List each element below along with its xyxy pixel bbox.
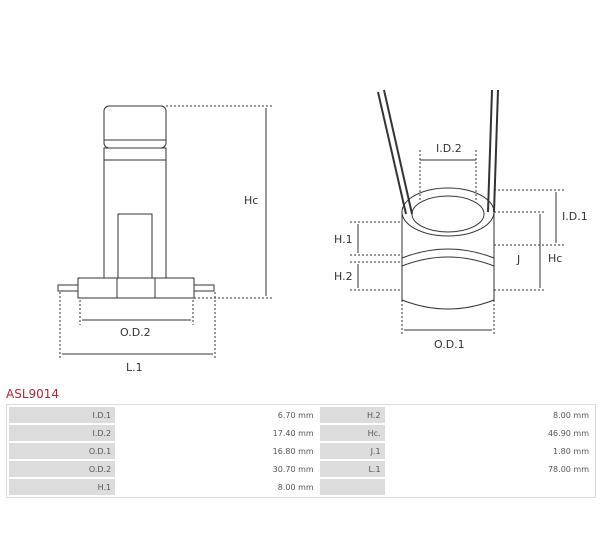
product-code: ASL9014: [6, 387, 60, 401]
spec-value: 1.80 mm: [386, 443, 593, 459]
side-view: Hc O.D.2 L.1: [57, 105, 272, 374]
spec-value: [386, 479, 593, 495]
spec-label: Hc.: [319, 425, 385, 441]
spec-label: O.D.2: [9, 461, 116, 477]
label-hc-left: Hc: [244, 194, 258, 207]
label-j: J: [516, 253, 520, 266]
spec-value: 8.00 mm: [117, 479, 318, 495]
spec-value: 6.70 mm: [117, 407, 318, 423]
label-od2: O.D.2: [120, 326, 151, 339]
spec-label: I.D.2: [9, 425, 116, 441]
spec-value: 30.70 mm: [117, 461, 318, 477]
label-l1: L.1: [126, 361, 143, 374]
spec-label: I.D.1: [9, 407, 116, 423]
front-view: I.D.2 I.D.1 H.1 H.2 J Hc O.D.1: [334, 89, 588, 351]
spec-label: J.1: [319, 443, 385, 459]
spec-value: 16.80 mm: [117, 443, 318, 459]
spec-label: [319, 479, 385, 495]
label-id1: I.D.1: [562, 210, 588, 223]
spec-value: 78.00 mm: [386, 461, 593, 477]
label-h2: H.2: [334, 270, 353, 283]
label-od1: O.D.1: [434, 338, 465, 351]
label-h1: H.1: [334, 233, 353, 246]
spec-value: 46.90 mm: [386, 425, 593, 441]
spec-label: O.D.1: [9, 443, 116, 459]
label-hc-right: Hc: [548, 252, 562, 265]
spec-label: L.1: [319, 461, 385, 477]
spec-label: H.2: [319, 407, 385, 423]
technical-drawing: Hc O.D.2 L.1 I.D.2 I.D.1 H.1 H.2 J Hc O.…: [57, 89, 588, 374]
label-id2: I.D.2: [436, 142, 462, 155]
spec-value: 17.40 mm: [117, 425, 318, 441]
spec-value: 8.00 mm: [386, 407, 593, 423]
spec-label: H.1: [9, 479, 116, 495]
